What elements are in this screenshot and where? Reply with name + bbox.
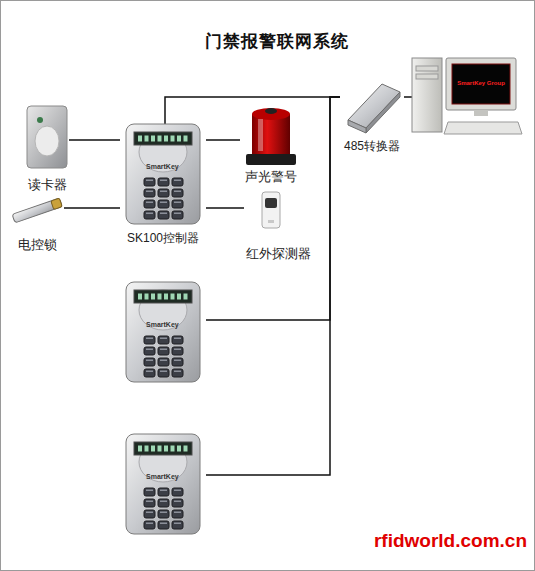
logo-text: SmartKey — [120, 163, 206, 171]
logo-text: SmartKey — [120, 321, 206, 329]
ctrl-picture — [126, 434, 200, 536]
wire — [206, 97, 340, 475]
controller: SmartKeySK100控制器 — [120, 124, 206, 248]
device-label: 红外探测器 — [244, 247, 312, 262]
ctrl-picture — [126, 124, 200, 226]
title: 门禁报警联网系统 — [20, 30, 534, 53]
lock-picture — [12, 196, 62, 226]
wire — [64, 207, 120, 209]
wire — [404, 96, 412, 98]
rs485-converter: 485转换器 — [340, 80, 404, 156]
electric-lock: 电控锁 — [10, 196, 64, 255]
controller: SmartKey — [120, 434, 206, 536]
device-label: 电控锁 — [10, 238, 64, 253]
reader-picture — [27, 106, 67, 170]
card-reader: 读卡器 — [25, 106, 69, 195]
comp-picture — [412, 56, 522, 136]
computer: SmartKey Group — [412, 56, 522, 136]
siren: 声光警号 — [240, 104, 302, 187]
logo-text: SmartKey — [120, 473, 206, 481]
infrared-detector: 红外探测器 — [244, 190, 312, 264]
wire — [206, 139, 240, 141]
device-label: 声光警号 — [240, 170, 302, 185]
device-label: 读卡器 — [25, 178, 69, 193]
pir-picture — [260, 190, 282, 232]
conv-picture — [344, 80, 402, 135]
device-label: SK100控制器 — [120, 232, 206, 246]
wire — [69, 139, 120, 141]
device-label: 485转换器 — [340, 140, 404, 154]
siren-picture — [246, 104, 296, 166]
logo-text: SmartKey Group — [412, 80, 522, 87]
wire — [206, 207, 244, 209]
controller: SmartKey — [120, 282, 206, 384]
wire — [206, 97, 340, 320]
ctrl-picture — [126, 282, 200, 384]
watermark: rfidworld.com.cn — [374, 530, 527, 552]
